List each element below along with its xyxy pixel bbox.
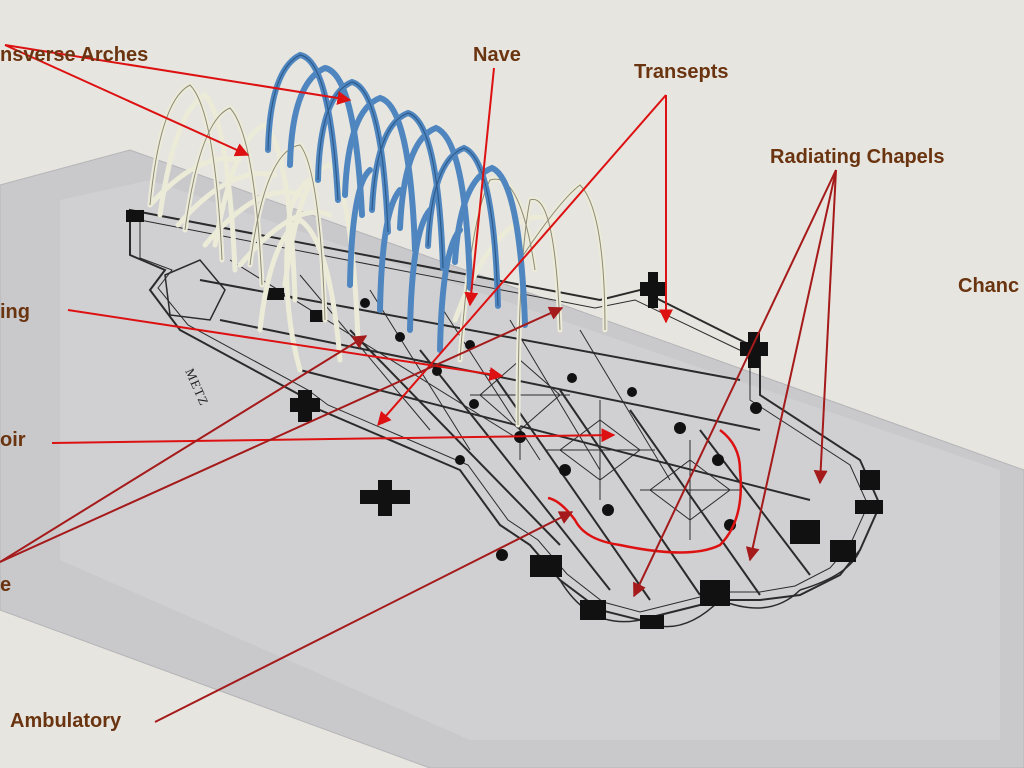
arrow-transverse-arches-2 — [4, 44, 250, 157]
arrow-ambulatory — [154, 511, 574, 723]
label-ambulatory: Ambulatory — [10, 710, 122, 732]
label-nave: Nave — [473, 44, 521, 66]
chancel-outline — [547, 429, 743, 554]
label-transepts: Transepts — [634, 61, 729, 83]
piers — [126, 210, 883, 629]
label-radiating-chapels: Radiating Chapels — [770, 146, 945, 168]
label-aisle: e — [0, 574, 12, 596]
arrow-radiating-chapels-3 — [813, 169, 837, 485]
label-transverse-arches: nsverse Arches — [0, 44, 149, 66]
arrow-crossing — [67, 309, 504, 382]
arrow-nave — [464, 67, 495, 307]
arrow-aisle-2 — [0, 306, 564, 563]
label-choir: oir — [0, 429, 26, 451]
arrow-radiating-chapels-1 — [633, 169, 837, 598]
white-vault-ribs-outline — [149, 84, 606, 426]
arrow-aisle-1 — [0, 335, 368, 563]
arrow-radiating-chapels-2 — [745, 169, 837, 562]
arrow-choir — [51, 428, 616, 444]
label-chancel: Chanc — [958, 275, 1020, 297]
blue-arches-highlight — [267, 54, 499, 307]
label-crossing: ing — [0, 301, 30, 323]
label-pointers — [0, 44, 837, 723]
arrow-transverse-arches-1 — [4, 44, 352, 105]
